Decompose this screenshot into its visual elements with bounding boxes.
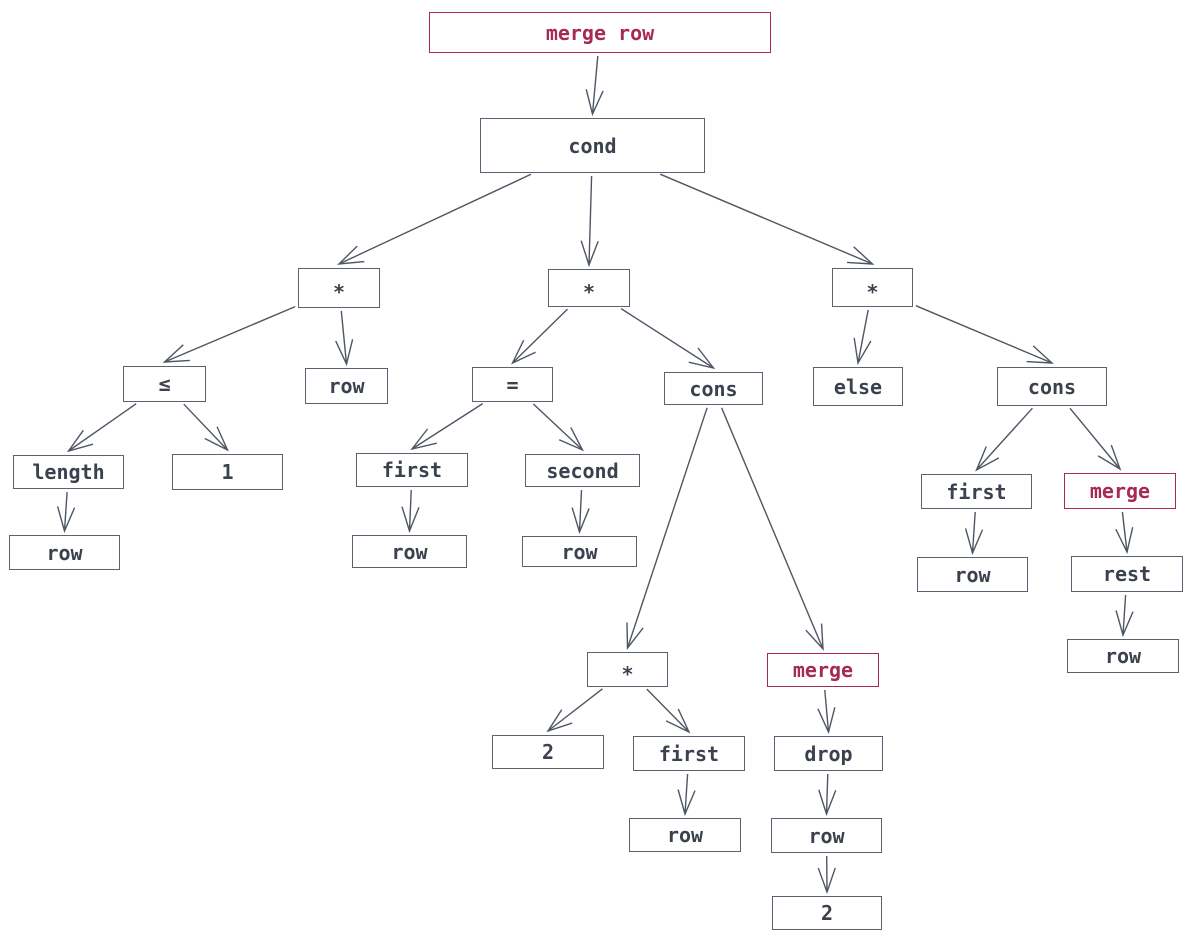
edge-star-mid-to-cons-mid bbox=[620, 308, 713, 368]
edge-leq-to-one bbox=[183, 403, 228, 450]
node-row-first-mid: row bbox=[352, 535, 467, 568]
node-label: cons bbox=[689, 376, 738, 401]
node-label: cons bbox=[1027, 374, 1077, 399]
node-second: second bbox=[525, 454, 640, 487]
node-first-right: first bbox=[921, 474, 1032, 509]
node-label: drop bbox=[804, 741, 853, 766]
edge-first-right-to-row-first-right bbox=[973, 511, 976, 553]
edge-rest-to-row-rest bbox=[1123, 594, 1126, 635]
node-else-node: else bbox=[813, 367, 903, 406]
node-label: row bbox=[1104, 644, 1142, 668]
edge-merge-bottom-to-drop bbox=[825, 689, 829, 732]
node-label: row bbox=[561, 539, 598, 564]
edge-cond-to-star-right bbox=[659, 173, 872, 264]
node-star-right: * bbox=[832, 268, 913, 307]
node-label: 2 bbox=[541, 740, 555, 764]
node-label: row bbox=[808, 823, 845, 848]
edge-drop-to-row-drop bbox=[827, 773, 828, 814]
node-label: row bbox=[46, 540, 83, 565]
node-eq: = bbox=[472, 367, 553, 402]
node-two-left: 2 bbox=[492, 735, 604, 769]
edge-eq-to-first-mid bbox=[412, 403, 484, 449]
node-row-rest: row bbox=[1067, 639, 1179, 673]
node-label: first bbox=[658, 741, 720, 766]
edge-cons-right-to-merge-right bbox=[1069, 407, 1120, 469]
edge-star-right-to-cons-right bbox=[915, 305, 1052, 363]
edge-cond-to-star-mid bbox=[589, 175, 592, 265]
node-label: row bbox=[328, 374, 365, 398]
node-merge-bottom: merge bbox=[767, 653, 879, 687]
node-merge-row: merge row bbox=[429, 12, 771, 53]
edge-star-bottom-to-two-left bbox=[548, 688, 603, 731]
node-label: 1 bbox=[221, 460, 234, 484]
node-label: merge row bbox=[545, 20, 655, 45]
edge-star-bottom-to-first-bottom bbox=[646, 688, 689, 732]
edge-star-right-to-else-node bbox=[858, 309, 868, 363]
node-first-bottom: first bbox=[633, 736, 745, 771]
node-length: length bbox=[13, 455, 124, 489]
node-label: first bbox=[381, 458, 443, 482]
node-label: row bbox=[666, 823, 704, 847]
node-merge-right: merge bbox=[1064, 473, 1176, 509]
node-label: * bbox=[866, 279, 879, 304]
node-label: ≤ bbox=[158, 372, 171, 396]
edge-cons-mid-to-merge-bottom bbox=[720, 407, 823, 649]
node-row-first-right: row bbox=[917, 557, 1028, 592]
node-label: * bbox=[582, 280, 596, 304]
node-leq: ≤ bbox=[123, 366, 206, 402]
node-cons-mid: cons bbox=[664, 372, 763, 405]
edge-merge-row-to-cond bbox=[593, 55, 598, 114]
node-label: * bbox=[332, 280, 346, 304]
node-label: length bbox=[32, 460, 105, 484]
edge-cons-mid-to-star-bottom bbox=[628, 407, 708, 648]
node-label: merge bbox=[792, 658, 854, 682]
node-star-bottom: * bbox=[587, 652, 668, 687]
node-row-length: row bbox=[9, 535, 120, 570]
edge-star-left-to-leq bbox=[165, 305, 296, 362]
node-row-drop: row bbox=[771, 818, 882, 853]
node-star-left: * bbox=[298, 268, 380, 308]
edge-first-bottom-to-row-first-bottom bbox=[685, 773, 688, 814]
node-star-mid: * bbox=[548, 269, 630, 307]
node-one: 1 bbox=[172, 454, 283, 490]
node-label: 2 bbox=[820, 901, 834, 925]
node-label: * bbox=[621, 661, 634, 686]
node-label: second bbox=[546, 458, 619, 483]
node-row-first-bottom: row bbox=[629, 818, 741, 852]
node-label: = bbox=[506, 372, 519, 397]
edge-cons-right-to-first-right bbox=[977, 407, 1033, 470]
edge-star-mid-to-eq bbox=[513, 308, 568, 363]
node-label: cond bbox=[568, 133, 617, 158]
edge-star-left-to-row-left bbox=[341, 310, 346, 364]
edge-eq-to-second bbox=[532, 403, 582, 450]
node-rest: rest bbox=[1071, 556, 1183, 592]
node-two-bottom: 2 bbox=[772, 896, 882, 930]
edge-length-to-row-length bbox=[65, 491, 68, 531]
node-label: row bbox=[391, 539, 428, 564]
node-label: first bbox=[946, 479, 1007, 504]
node-label: else bbox=[833, 374, 883, 399]
node-label: row bbox=[954, 562, 991, 587]
node-label: merge bbox=[1089, 479, 1151, 503]
edge-merge-right-to-rest bbox=[1122, 511, 1127, 552]
edge-first-mid-to-row-first-mid bbox=[410, 489, 412, 531]
node-row-second: row bbox=[522, 536, 637, 567]
node-label: rest bbox=[1102, 562, 1152, 586]
edge-cond-to-star-left bbox=[339, 173, 532, 264]
node-row-left: row bbox=[305, 368, 388, 404]
edge-leq-to-length bbox=[69, 403, 137, 451]
edge-second-to-row-second bbox=[580, 489, 582, 532]
node-drop: drop bbox=[774, 736, 883, 771]
node-cond: cond bbox=[480, 118, 705, 173]
node-first-mid: first bbox=[356, 453, 468, 487]
node-cons-right: cons bbox=[997, 367, 1107, 406]
